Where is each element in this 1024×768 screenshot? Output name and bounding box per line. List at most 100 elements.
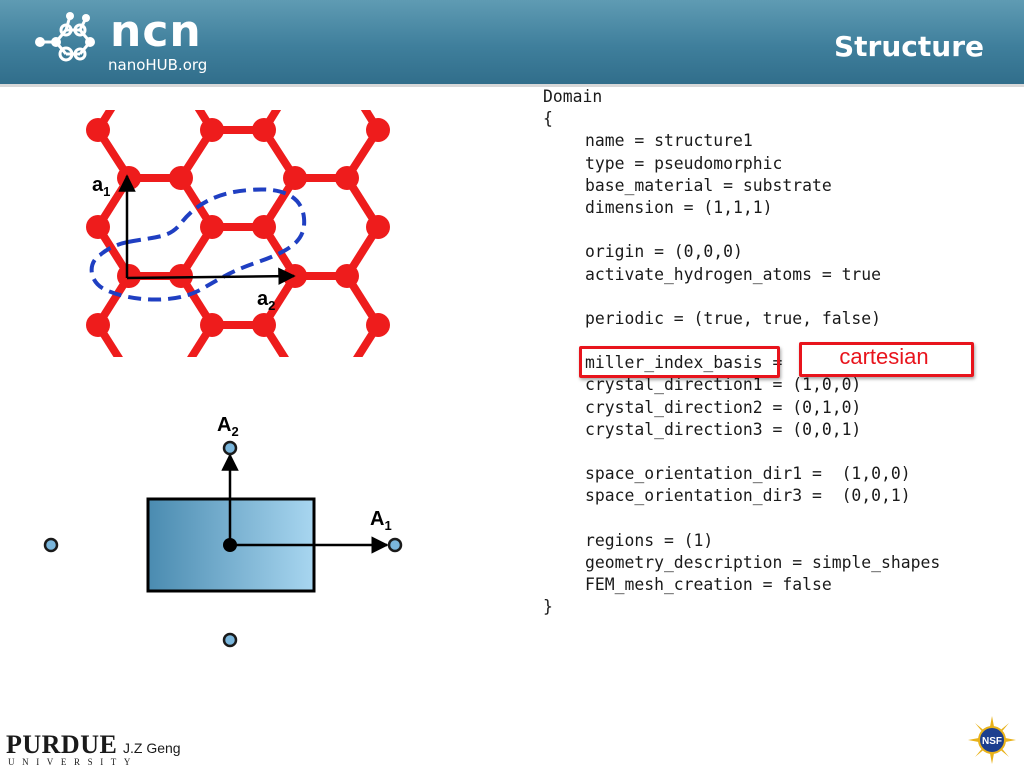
lattice-bond	[15, 276, 46, 325]
code-line	[543, 286, 940, 308]
lattice-atom	[34, 68, 58, 92]
lattice-atom	[200, 118, 224, 142]
neighbor-atom-top	[222, 440, 238, 456]
code-line: regions = (1)	[585, 530, 714, 550]
A2-label: A2	[217, 414, 239, 439]
lattice-atom	[335, 264, 359, 288]
lattice-atom	[169, 362, 193, 386]
a1-label: a1	[92, 174, 110, 199]
nanohub-logo-text: nanoHUB.org	[108, 56, 208, 74]
lattice-atom	[3, 313, 27, 337]
code-line: base_material = substrate	[585, 175, 832, 195]
lattice-atom	[169, 68, 193, 92]
lattice-atom	[366, 118, 390, 142]
cartesian-value-highlight	[799, 342, 974, 377]
svg-text:NSF: NSF	[982, 736, 1002, 747]
code-line	[543, 441, 940, 463]
lattice-atom	[200, 20, 224, 44]
lattice-bond	[347, 32, 378, 80]
code-line: space_orientation_dir3 = (0,0,1)	[585, 486, 911, 506]
lattice-atom	[34, 362, 58, 386]
lattice-atom	[117, 362, 141, 386]
purdue-university-subtext: UNIVERSITY	[8, 757, 138, 767]
code-line: name = structure1	[585, 131, 753, 151]
code-line: origin = (0,0,0)	[585, 242, 743, 262]
lattice-bond	[15, 178, 46, 227]
unit-cell-diagram: A2 A1	[43, 414, 403, 648]
lattice-bond	[15, 80, 46, 130]
code-line: FEM_mesh_creation = false	[585, 575, 832, 595]
lattice-bonds-atoms	[3, 20, 442, 386]
lattice-atom	[418, 68, 442, 92]
lattice-atom	[418, 362, 442, 386]
code-line: activate_hydrogen_atoms = true	[585, 264, 882, 284]
code-line: dimension = (1,1,1)	[585, 197, 773, 217]
lattice-atom	[335, 166, 359, 190]
lattice-atom	[3, 20, 27, 44]
lattice-atom	[3, 118, 27, 142]
lattice-atom	[418, 166, 442, 190]
lattice-atom	[200, 313, 224, 337]
code-line: }	[543, 597, 553, 617]
lattice-atom	[283, 362, 307, 386]
lattice-atom	[86, 215, 110, 239]
lattice-atom	[366, 313, 390, 337]
ncn-molecule-logo-icon	[35, 12, 95, 62]
code-line: space_orientation_dir1 = (1,0,0)	[585, 464, 911, 484]
cartesian-value-text: cartesian	[839, 344, 929, 369]
lattice-atom	[117, 68, 141, 92]
lattice-atom	[283, 166, 307, 190]
lattice-atom	[366, 215, 390, 239]
neighbor-atom-right	[387, 537, 403, 553]
lattice-atom	[418, 264, 442, 288]
lattice-atom	[86, 20, 110, 44]
author-name: J.Z Geng	[123, 740, 181, 756]
code-line: geometry_description = simple_shapes	[585, 552, 941, 572]
lattice-bond	[264, 32, 295, 80]
lattice-bond	[181, 32, 212, 80]
lattice-atom	[169, 166, 193, 190]
lattice-bond	[15, 325, 46, 374]
A1-label: A1	[370, 508, 392, 533]
miller-index-basis-highlight	[579, 346, 780, 378]
lattice-atom	[200, 215, 224, 239]
lattice-atom	[252, 313, 276, 337]
code-line: crystal_direction1 = (1,0,0)	[585, 375, 862, 395]
lattice-atom	[283, 68, 307, 92]
hexagonal-lattice-diagram: a1 a2	[3, 20, 442, 386]
neighbor-atom-bottom	[222, 632, 238, 648]
lattice-bond	[15, 227, 46, 276]
lattice-atom	[117, 264, 141, 288]
lattice-bond	[98, 32, 129, 80]
a2-label: a2	[257, 288, 275, 313]
slide-header: ncn nanoHUB.org Structure	[0, 0, 1024, 87]
neighbor-atom-left	[43, 537, 59, 553]
unit-cell-outline	[89, 187, 307, 302]
lattice-atom	[252, 20, 276, 44]
lattice-atom	[252, 118, 276, 142]
code-line: {	[543, 109, 553, 129]
code-line: crystal_direction2 = (0,1,0)	[585, 397, 862, 417]
lattice-atom	[335, 68, 359, 92]
lattice-atom	[252, 215, 276, 239]
a2-vector-arrow	[126, 267, 296, 285]
slide-title: Structure	[833, 30, 984, 63]
nsf-logo-icon: NSF	[968, 716, 1016, 764]
code-line	[543, 219, 940, 241]
code-line: crystal_direction3 = (0,0,1)	[585, 419, 862, 439]
lattice-atom	[86, 118, 110, 142]
lattice-atom	[34, 264, 58, 288]
origin-atom	[223, 538, 237, 552]
code-line: periodic = (true, true, false)	[585, 308, 882, 328]
lattice-atom	[366, 20, 390, 44]
lattice-atom	[86, 313, 110, 337]
code-line	[543, 508, 940, 530]
ncn-logo-text: ncn	[110, 6, 202, 57]
lattice-atom	[117, 166, 141, 190]
lattice-atom	[335, 362, 359, 386]
lattice-bond	[15, 32, 46, 80]
lattice-atom	[3, 215, 27, 239]
lattice-atom	[169, 264, 193, 288]
lattice-atom	[34, 166, 58, 190]
